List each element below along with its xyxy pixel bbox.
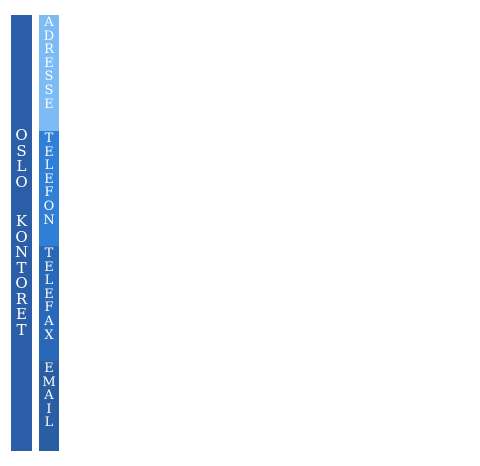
letter: R bbox=[15, 289, 28, 308]
letter: E bbox=[44, 259, 54, 275]
letter: A bbox=[44, 313, 54, 329]
letter: E bbox=[44, 144, 54, 160]
letter: F bbox=[44, 185, 54, 201]
letter: O bbox=[15, 227, 28, 246]
letter: S bbox=[16, 141, 27, 160]
letter: T bbox=[44, 246, 54, 261]
letter: R bbox=[44, 42, 54, 58]
letter: O bbox=[43, 198, 55, 214]
letter: L bbox=[16, 157, 27, 175]
letter: E bbox=[44, 55, 54, 71]
letter: L bbox=[44, 415, 54, 431]
letter: O bbox=[15, 274, 28, 292]
letter: M bbox=[42, 374, 56, 390]
letter: T bbox=[16, 320, 27, 339]
letter: K bbox=[15, 212, 28, 230]
letter: E bbox=[44, 96, 54, 112]
letter: E bbox=[44, 286, 54, 302]
letter: L bbox=[44, 273, 54, 289]
letter: S bbox=[44, 69, 54, 85]
letter: I bbox=[46, 401, 52, 417]
letter: L bbox=[44, 158, 54, 174]
letter: X bbox=[44, 327, 54, 343]
letter: D bbox=[43, 28, 55, 44]
letter: S bbox=[44, 82, 54, 98]
letter: O bbox=[15, 172, 28, 191]
letter: N bbox=[43, 212, 55, 228]
letter: A bbox=[44, 388, 54, 404]
letter: O bbox=[15, 126, 28, 144]
letter: E bbox=[44, 171, 54, 187]
letter: T bbox=[44, 131, 54, 146]
letter: A bbox=[44, 15, 54, 30]
letter: E bbox=[44, 361, 54, 376]
letter: N bbox=[14, 243, 29, 261]
letter: E bbox=[16, 305, 27, 323]
letter: T bbox=[16, 258, 27, 277]
letter: F bbox=[44, 300, 54, 316]
